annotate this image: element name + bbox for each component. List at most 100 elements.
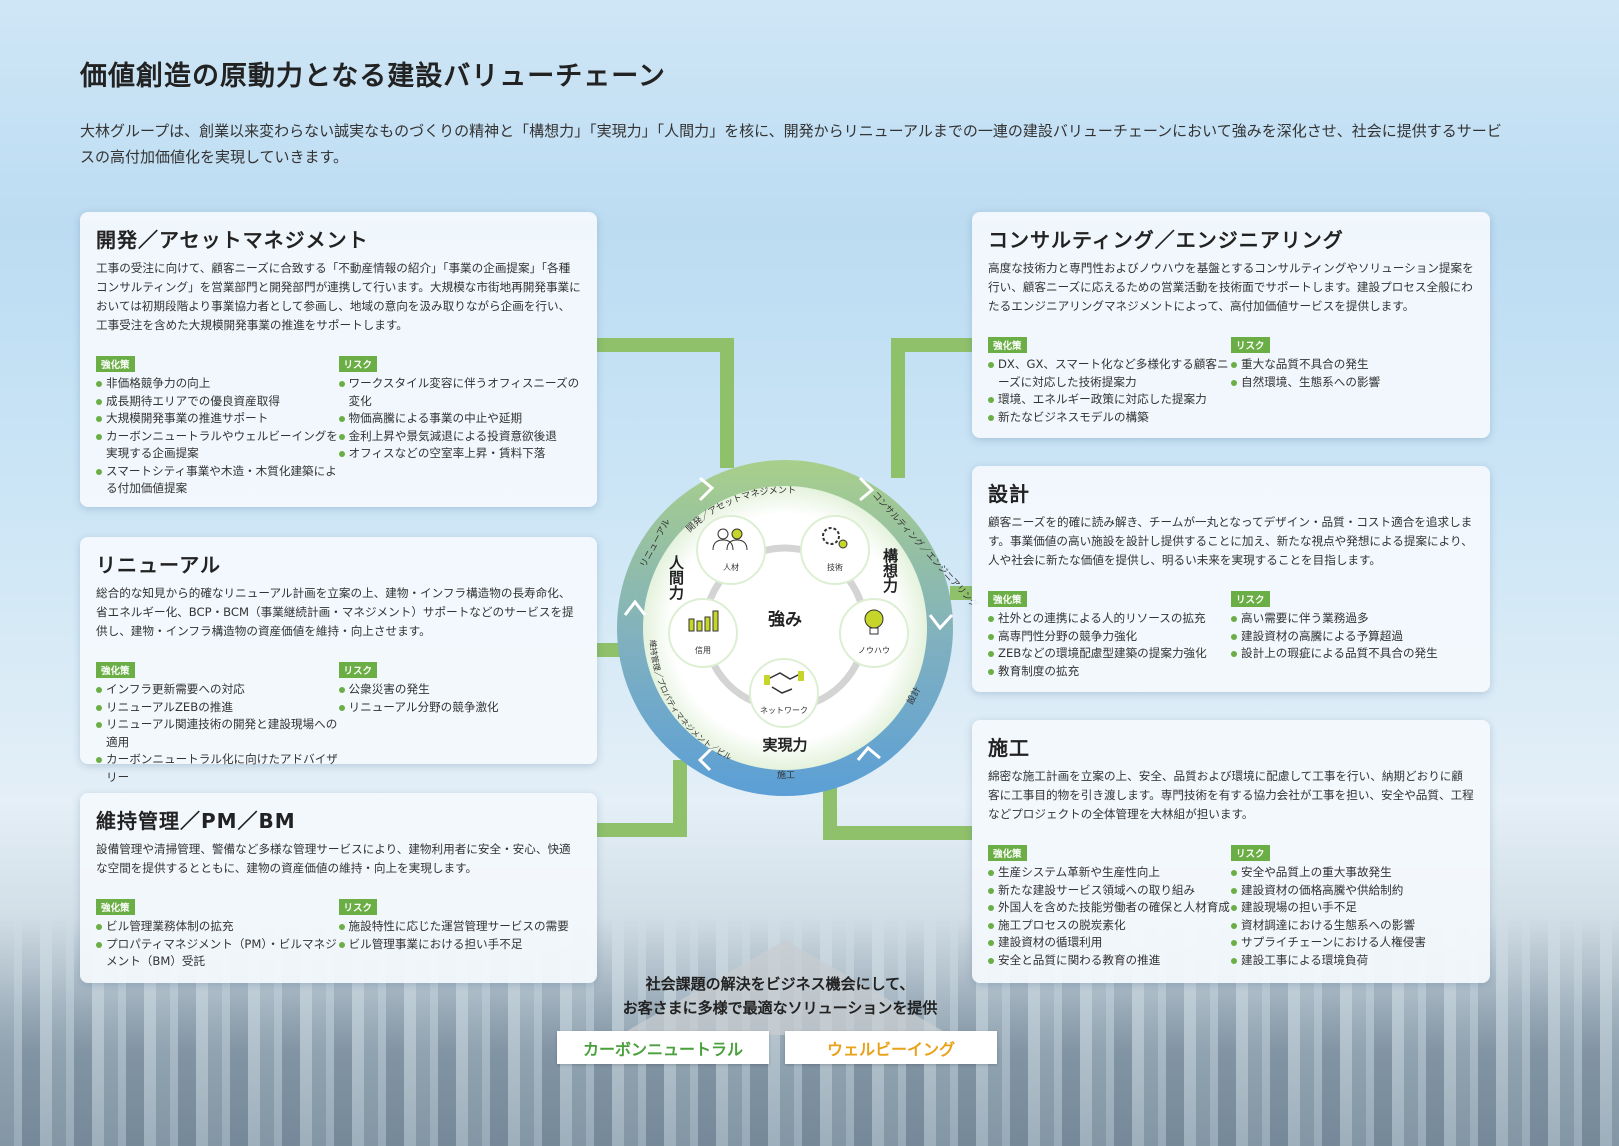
measures-list: 非価格競争力の向上成長期待エリアでの優良資産取得大規模開発事業の推進サポートカー… <box>96 375 339 498</box>
risks-tag: リスク <box>338 662 378 678</box>
measures-item: 生産システム革新や生産性向上 <box>988 864 1231 882</box>
measures-item: リニューアルZEBの推進 <box>96 699 339 717</box>
measures-item: 新たな建設サービス領域への取り組み <box>988 882 1231 900</box>
strength-node-label: 人材 <box>723 562 739 572</box>
strength-node-label: ネットワーク <box>760 706 808 715</box>
card-title: 施工 <box>988 736 1030 760</box>
measures-item: 高専門性分野の競争力強化 <box>988 628 1231 646</box>
card-title: 設計 <box>988 482 1030 506</box>
risks-tag: リスク <box>1231 337 1270 353</box>
measures-item: カーボンニュートラル化に向けたアドバイザリー <box>96 751 339 786</box>
measures-item: 安全と品質に関わる教育の推進 <box>988 952 1231 970</box>
bottom-line-1: 社会課題の解決をビジネス機会にして、 <box>645 975 915 993</box>
risks-item: 公衆災害の発生 <box>338 681 582 699</box>
card-title: 開発／アセットマネジメント <box>96 228 369 252</box>
strength-node: 人材 <box>696 515 766 585</box>
risks-list: ワークスタイル変容に伴うオフィスニーズの変化物価高騰による事業の中止や延期金利上… <box>338 375 582 463</box>
strengths-label: 強み <box>768 609 802 630</box>
measures-list: 生産システム革新や生産性向上新たな建設サービス領域への取り組み外国人を含めた技能… <box>988 864 1231 969</box>
risks-list: 施設特性に応じた運営管理サービスの需要ビル管理事業における担い手不足 <box>338 918 582 954</box>
measures-item: インフラ更新需要への対応 <box>96 681 339 699</box>
risks-item: 設計上の瑕疵による品質不具合の発生 <box>1231 645 1474 663</box>
bar-chart-icon <box>688 610 719 632</box>
measures-item: 成長期待エリアでの優良資産取得 <box>96 393 339 411</box>
risks-item: 施設特性に応じた運営管理サービスの需要 <box>338 918 582 936</box>
card-consult: コンサルティング／エンジニアリング 高度な技術力と専門性およびノウハウを基盤とす… <box>972 212 1490 438</box>
risks-list: 高い需要に伴う業務過多建設資材の高騰による予算超過設計上の瑕疵による品質不具合の… <box>1231 610 1474 663</box>
bottom-line-2: お客さまに多様で最適なソリューションを提供 <box>622 999 938 1017</box>
card-description: 顧客ニーズを的確に読み解き、チームが一丸となってデザイン・品質・コスト適合を追求… <box>988 515 1473 567</box>
page-title: 価値創造の原動力となる建設バリューチェーン <box>80 61 666 92</box>
measures-tag: 強化策 <box>96 356 135 372</box>
power-human: 人間力 <box>667 555 685 601</box>
measures-item: 新たなビジネスモデルの構築 <box>988 409 1231 427</box>
risks-item: 建設資材の価格高騰や供給制約 <box>1231 882 1474 900</box>
strength-node: 信用 <box>668 598 738 668</box>
strength-node: 技術 <box>800 515 870 585</box>
risks-item: ビル管理事業における担い手不足 <box>338 936 582 954</box>
risks-tag: リスク <box>338 899 378 915</box>
strength-node-label: ノウハウ <box>858 646 890 655</box>
connector-dev <box>597 338 734 468</box>
measures-item: 大規模開発事業の推進サポート <box>96 410 339 428</box>
measures-item: スマートシティ事業や木造・木質化建築による付加価値提案 <box>96 463 339 498</box>
measures-item: 環境、エネルギー政策に対応した提案力 <box>988 391 1231 409</box>
connector-lines <box>597 338 972 840</box>
card-description: 高度な技術力と専門性およびノウハウを基盤とするコンサルティングやソリューション提… <box>988 261 1474 313</box>
risks-item: 自然環境、生態系への影響 <box>1231 374 1474 392</box>
risks-item: サプライチェーンにおける人権侵害 <box>1231 934 1474 952</box>
gear-icon <box>822 527 848 549</box>
card-maint: 維持管理／PM／BM 設備管理や清掃管理、警備など多様な管理サービスにより、建物… <box>80 793 597 983</box>
risks-item: 金利上昇や景気減退による投資意欲後退 <box>338 428 582 446</box>
measures-list: ビル管理業務体制の拡充プロパティマネジメント（PM）・ビルマネジメント（BM）受… <box>96 918 339 971</box>
card-description: 総合的な知見から的確なリニューアル計画を立案の上、建物・インフラ構造物の長寿命化… <box>96 586 574 638</box>
card-const: 施工 綿密な施工計画を立案の上、安全、品質および環境に配慮して工事を行い、納期ど… <box>972 720 1490 983</box>
card-title: コンサルティング／エンジニアリング <box>988 228 1344 252</box>
risks-list: 重大な品質不具合の発生自然環境、生態系への影響 <box>1231 356 1474 391</box>
card-renewal: リニューアル 総合的な知見から的確なリニューアル計画を立案の上、建物・インフラ構… <box>80 537 597 784</box>
connector-maint <box>597 760 687 837</box>
strength-node-label: 信用 <box>695 645 711 655</box>
strength-node: ネットワーク <box>749 658 819 728</box>
measures-item: カーボンニュートラルやウェルビーイングを実現する企画提案 <box>96 428 339 463</box>
risks-item: ワークスタイル変容に伴うオフィスニーズの変化 <box>338 375 582 410</box>
card-description: 綿密な施工計画を立案の上、安全、品質および環境に配慮して工事を行い、納期どおりに… <box>988 769 1474 821</box>
wellbeing-badge: ウェルビーイング <box>785 1031 997 1064</box>
measures-tag: 強化策 <box>988 591 1027 607</box>
risks-item: 高い需要に伴う業務過多 <box>1231 610 1474 628</box>
ring-label-const: 施工 <box>777 769 795 781</box>
card-title: 維持管理／PM／BM <box>96 809 296 833</box>
risks-item: リニューアル分野の競争激化 <box>338 699 582 717</box>
risks-item: 建設工事による環境負荷 <box>1231 952 1474 970</box>
measures-tag: 強化策 <box>988 337 1027 353</box>
measures-list: インフラ更新需要への対応リニューアルZEBの推進リニューアル関連技術の開発と建設… <box>96 681 339 786</box>
strength-node: ノウハウ <box>839 598 909 668</box>
measures-item: 施工プロセスの脱炭素化 <box>988 917 1231 935</box>
carbon-neutral-badge: カーボンニュートラル <box>557 1031 769 1064</box>
measures-item: プロパティマネジメント（PM）・ビルマネジメント（BM）受託 <box>96 936 339 971</box>
connector-const <box>823 780 972 840</box>
card-title: リニューアル <box>96 553 221 577</box>
measures-item: 非価格競争力の向上 <box>96 375 339 393</box>
measures-tag: 強化策 <box>96 899 135 915</box>
measures-item: 外国人を含めた技能労働者の確保と人材育成 <box>988 899 1231 917</box>
measures-item: DX、GX、スマート化など多様化する顧客ニーズに対応した技術提案力 <box>988 356 1231 391</box>
measures-item: ビル管理業務体制の拡充 <box>96 918 339 936</box>
measures-item: 教育制度の拡充 <box>988 663 1231 681</box>
strength-node-label: 技術 <box>827 562 843 572</box>
risks-item: 安全や品質上の重大事故発生 <box>1231 864 1474 882</box>
handshake-icon <box>764 671 804 694</box>
risks-item: 資材調達における生態系への影響 <box>1231 917 1474 935</box>
measures-tag: 強化策 <box>96 662 135 678</box>
measures-item: リニューアル関連技術の開発と建設現場への適用 <box>96 716 339 751</box>
card-description: 設備管理や清掃管理、警備など多様な管理サービスにより、建物利用者に安全・安心、快… <box>96 842 571 875</box>
power-concept: 構想力 <box>881 547 899 594</box>
people-icon <box>712 528 748 551</box>
measures-tag: 強化策 <box>988 845 1027 861</box>
lightbulb-icon <box>864 609 884 635</box>
risks-tag: リスク <box>338 356 378 372</box>
card-dev: 開発／アセットマネジメント 工事の受注に向けて、顧客ニーズに合致する「不動産情報… <box>80 212 597 507</box>
risks-item: 物価高騰による事業の中止や延期 <box>338 410 582 428</box>
risks-tag: リスク <box>1231 591 1270 607</box>
